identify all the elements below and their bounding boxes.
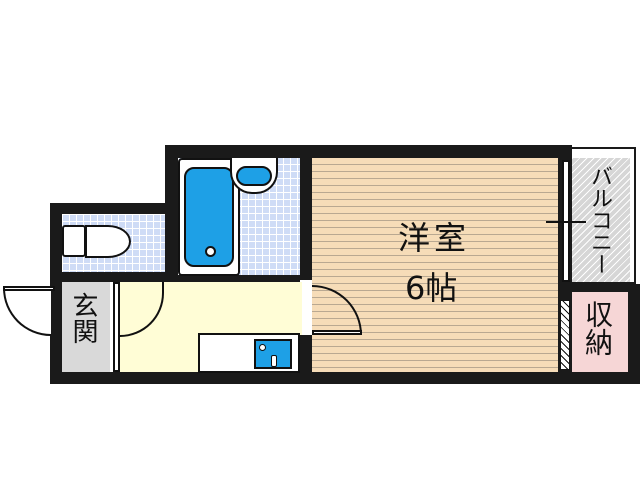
toilet-door-leaf <box>113 282 120 372</box>
storage-door[interactable] <box>560 300 570 370</box>
entrance <box>62 282 110 372</box>
bathtub-drain <box>205 246 216 257</box>
wall-room-left <box>300 145 312 280</box>
room-door-leaf <box>312 330 362 335</box>
balcony-railing <box>562 147 636 284</box>
western-room-name: 洋室 <box>398 219 471 257</box>
storage <box>572 292 628 372</box>
wall-bottom <box>50 372 640 384</box>
entrance-door-leaf <box>3 286 55 291</box>
western-room-size: 6帖 <box>405 269 458 307</box>
balcony-label: バルコニー <box>587 165 612 275</box>
entrance-door[interactable] <box>3 286 51 336</box>
toilet-bowl <box>85 225 131 258</box>
wall-toilet-bottom <box>50 272 178 282</box>
sink-faucet <box>259 344 266 351</box>
toilet-tank <box>62 225 86 257</box>
wall-bath-bottom <box>165 275 300 282</box>
wall-room-left-low <box>300 335 312 375</box>
window-mark <box>546 221 586 223</box>
wall-left-outer <box>50 203 62 383</box>
wall-storage-right <box>628 284 640 384</box>
wall-top-main <box>165 145 562 158</box>
wall-toilet-top <box>50 203 178 214</box>
sink-drain <box>271 355 277 367</box>
entrance-label: 玄関 <box>68 292 98 344</box>
washbasin-bowl <box>236 166 272 186</box>
storage-label: 収納 <box>581 300 614 356</box>
wall-storage-top <box>558 284 640 292</box>
western-room <box>312 158 558 372</box>
